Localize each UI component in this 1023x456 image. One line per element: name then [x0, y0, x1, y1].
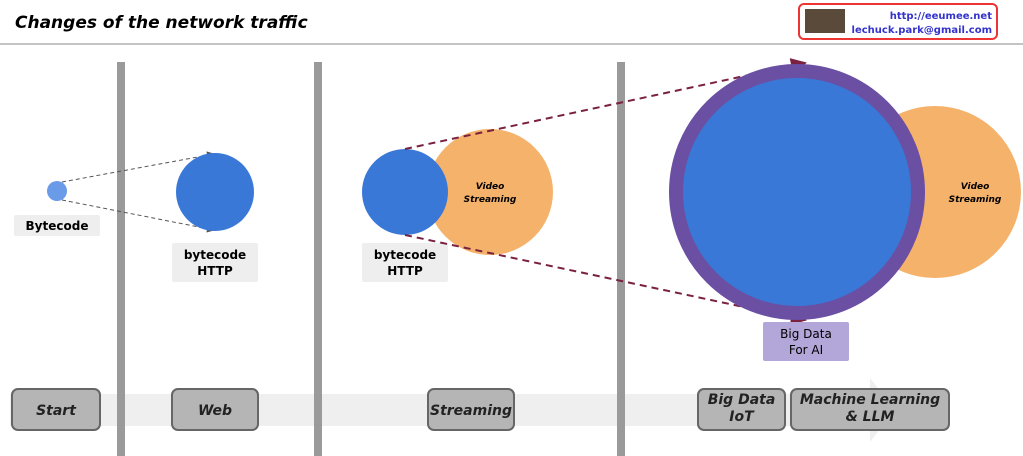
stage-divider — [617, 62, 625, 456]
big-data-label: For AI — [789, 343, 823, 357]
stage-button-2[interactable]: Streaming — [427, 388, 515, 431]
stage-divider — [314, 62, 322, 456]
stage-label: & LLM — [846, 409, 895, 425]
stage-label: Web — [198, 403, 232, 419]
growth-arrow — [61, 199, 215, 233]
growth-arrow — [404, 234, 807, 325]
contact-url[interactable]: http://eeumee.net — [890, 11, 993, 22]
web-circle — [176, 153, 254, 231]
big-data-label: Big Data — [780, 327, 832, 341]
bytecode-circle — [47, 181, 67, 201]
stage-button-bg — [697, 388, 786, 431]
growth-arrow — [404, 58, 807, 150]
web-label: HTTP — [197, 264, 233, 278]
stage-label: IoT — [729, 409, 755, 425]
stage-label: Start — [36, 403, 77, 419]
video-streaming-circle — [427, 129, 553, 255]
stage-button-0[interactable]: Start — [11, 388, 101, 431]
video-streaming-label: Video — [961, 182, 990, 192]
big-data-circle — [669, 64, 925, 320]
stage-button-bg — [11, 388, 101, 431]
video-streaming-label: Video — [476, 182, 505, 192]
stage-label: Machine Learning — [800, 392, 940, 408]
growth-arrow — [61, 151, 215, 183]
web-label: bytecode — [184, 248, 246, 262]
video-streaming-label: Streaming — [464, 195, 517, 205]
avatar — [805, 9, 845, 33]
video-streaming-label: Streaming — [949, 195, 1002, 205]
page-title: Changes of the network traffic — [15, 13, 308, 33]
bytecode-label: Bytecode — [26, 219, 89, 233]
stage-button-1[interactable]: Web — [171, 388, 259, 431]
stage-button-bg — [427, 388, 515, 431]
contact-badge: http://eeumee.net lechuck.park@gmail.com — [798, 3, 998, 40]
contact-email[interactable]: lechuck.park@gmail.com — [852, 25, 992, 36]
http-circle — [362, 149, 448, 235]
streaming-label: HTTP — [387, 264, 423, 278]
stage-button-bg — [790, 388, 950, 431]
streaming-label: bytecode — [374, 248, 436, 262]
stage-button-bg — [171, 388, 259, 431]
stage-divider — [117, 62, 125, 456]
stage-label: Big Data — [708, 392, 776, 408]
stage-button-4[interactable]: Machine Learning& LLM — [790, 388, 950, 431]
stage-label: Streaming — [430, 403, 512, 419]
